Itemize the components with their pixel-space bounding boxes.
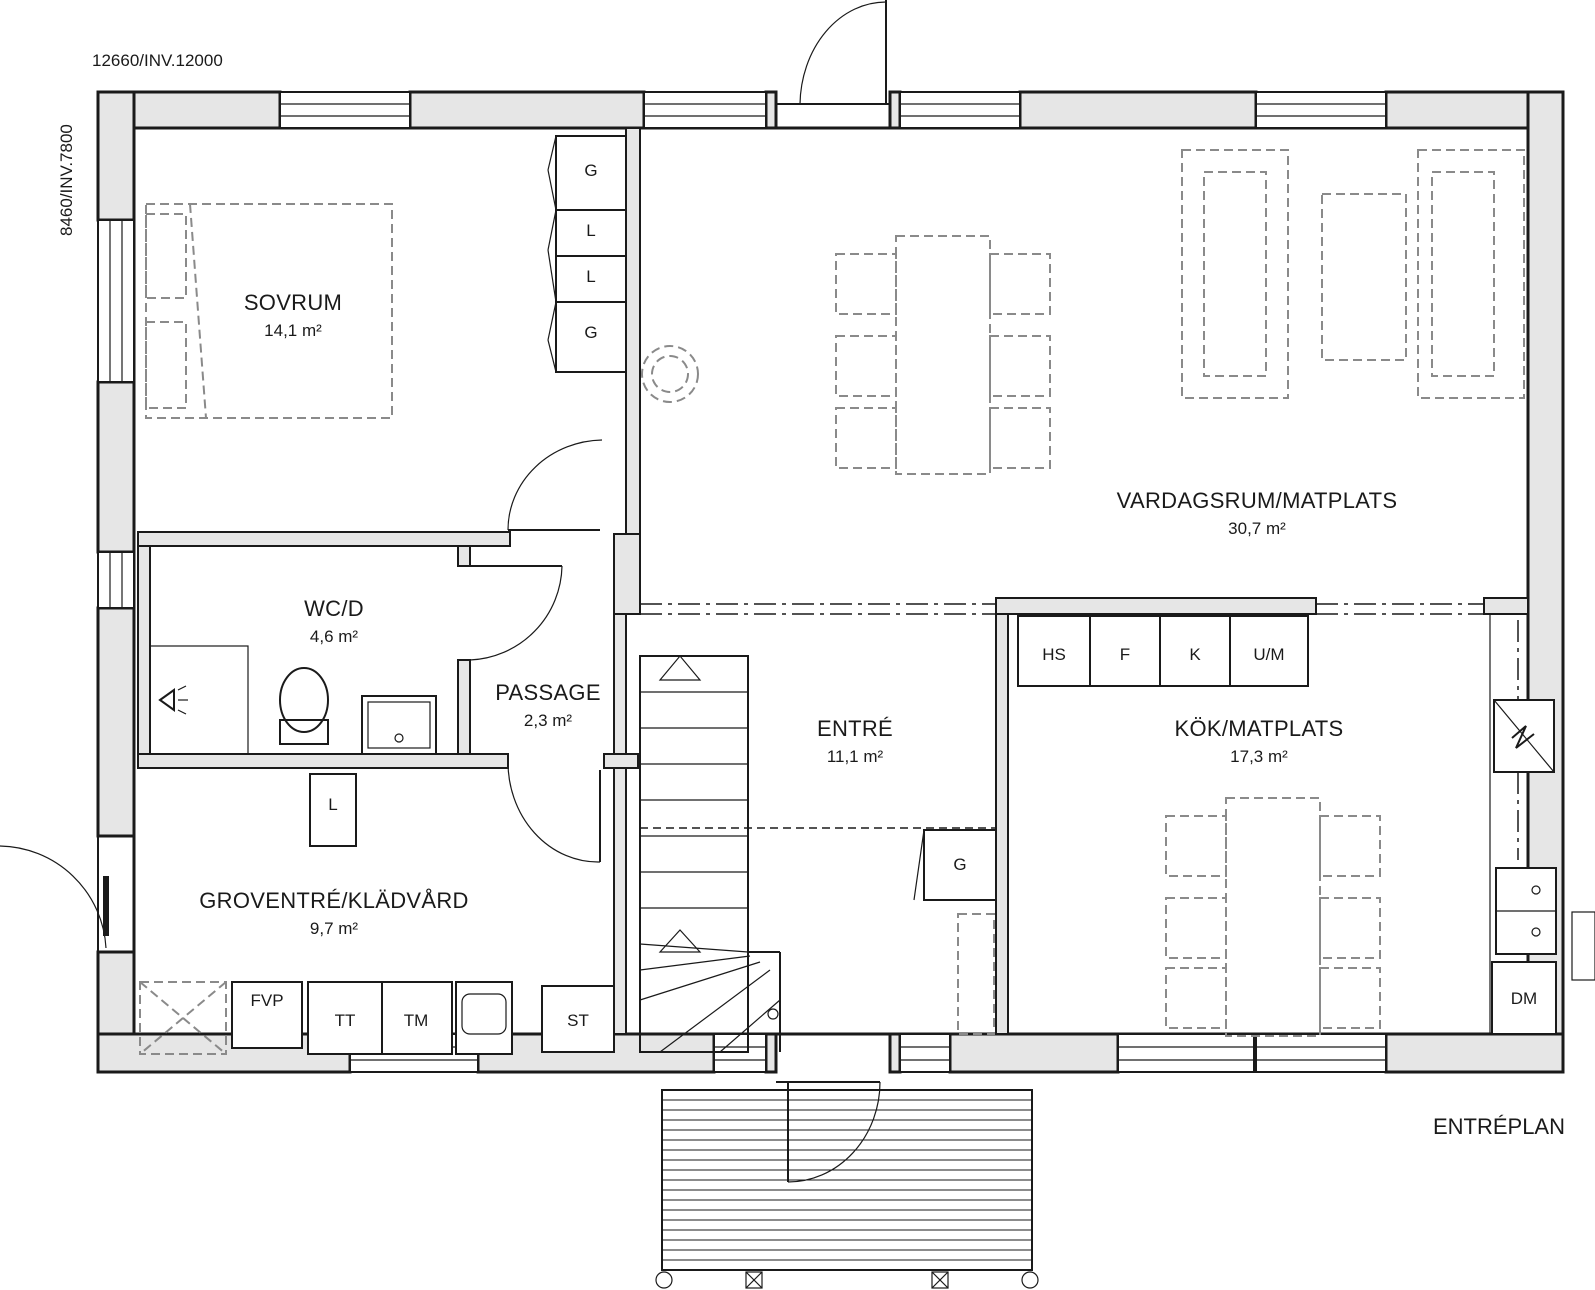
sink-icon [361,695,437,755]
wc-fixtures [149,645,437,755]
porch-steps [655,1089,1039,1289]
fixture-labels: G L L G L FVP TT TM ST G HS F K U/M DM [250,161,1537,1030]
plan-name: ENTRÉPLAN [1433,1114,1565,1139]
laundry-fixtures [139,773,615,1055]
porch-boards [662,1099,1032,1261]
linen-closet-label: L [328,795,337,814]
bedroom-closets [547,135,627,373]
closet-g2-label: G [584,323,597,342]
dm-label: DM [1511,989,1537,1008]
room-passage-area: 2,3 m² [524,711,573,730]
room-kok-name: KÖK/MATPLATS [1174,716,1343,741]
room-wcd-area: 4,6 m² [310,627,359,646]
interior-walls [137,127,1529,1035]
toilet-icon [279,667,329,733]
room-entre-area: 11,1 m² [827,747,884,766]
room-vardagsrum-area: 30,7 m² [1228,519,1286,538]
living-furniture [641,149,1525,475]
room-sovrum-name: SOVRUM [244,290,342,315]
depth-dimension: 8460/INV.7800 [57,124,76,236]
closet-g1-label: G [584,161,597,180]
entre-closet-door [913,829,925,901]
tm-label: TM [404,1011,429,1030]
f-label: F [1120,645,1130,664]
um-label: U/M [1253,645,1284,664]
hs-label: HS [1042,645,1066,664]
room-passage-name: PASSAGE [495,680,601,705]
closet-l2-label: L [586,267,595,286]
room-vardagsrum-name: VARDAGSRUM/MATPLATS [1117,488,1398,513]
st-label: ST [567,1011,589,1030]
width-dimension: 12660/INV.12000 [92,51,223,70]
kitchen-cabinets [1017,613,1595,1035]
doors [0,0,890,1183]
kitchen-furniture [957,797,1381,1037]
k-label: K [1189,645,1201,664]
room-entre-name: ENTRÉ [817,716,893,741]
room-labels: SOVRUM 14,1 m² WC/D 4,6 m² PASSAGE 2,3 m… [199,290,1397,938]
entre-closet [923,829,997,901]
room-sovrum-area: 14,1 m² [264,321,322,340]
tt-label: TT [335,1011,356,1030]
room-wcd-name: WC/D [304,596,364,621]
fvp-label: FVP [250,991,283,1010]
room-groventre-name: GROVENTRÉ/KLÄDVÅRD [199,888,468,913]
closet-l1-label: L [586,221,595,240]
laundry-sink-icon [455,981,513,1055]
room-groventre-area: 9,7 m² [310,919,359,938]
entre-closet-label: G [953,855,966,874]
staircase [639,655,996,1053]
windows [97,91,1387,1073]
bedroom-furniture [145,203,393,419]
room-kok-area: 17,3 m² [1230,747,1288,766]
